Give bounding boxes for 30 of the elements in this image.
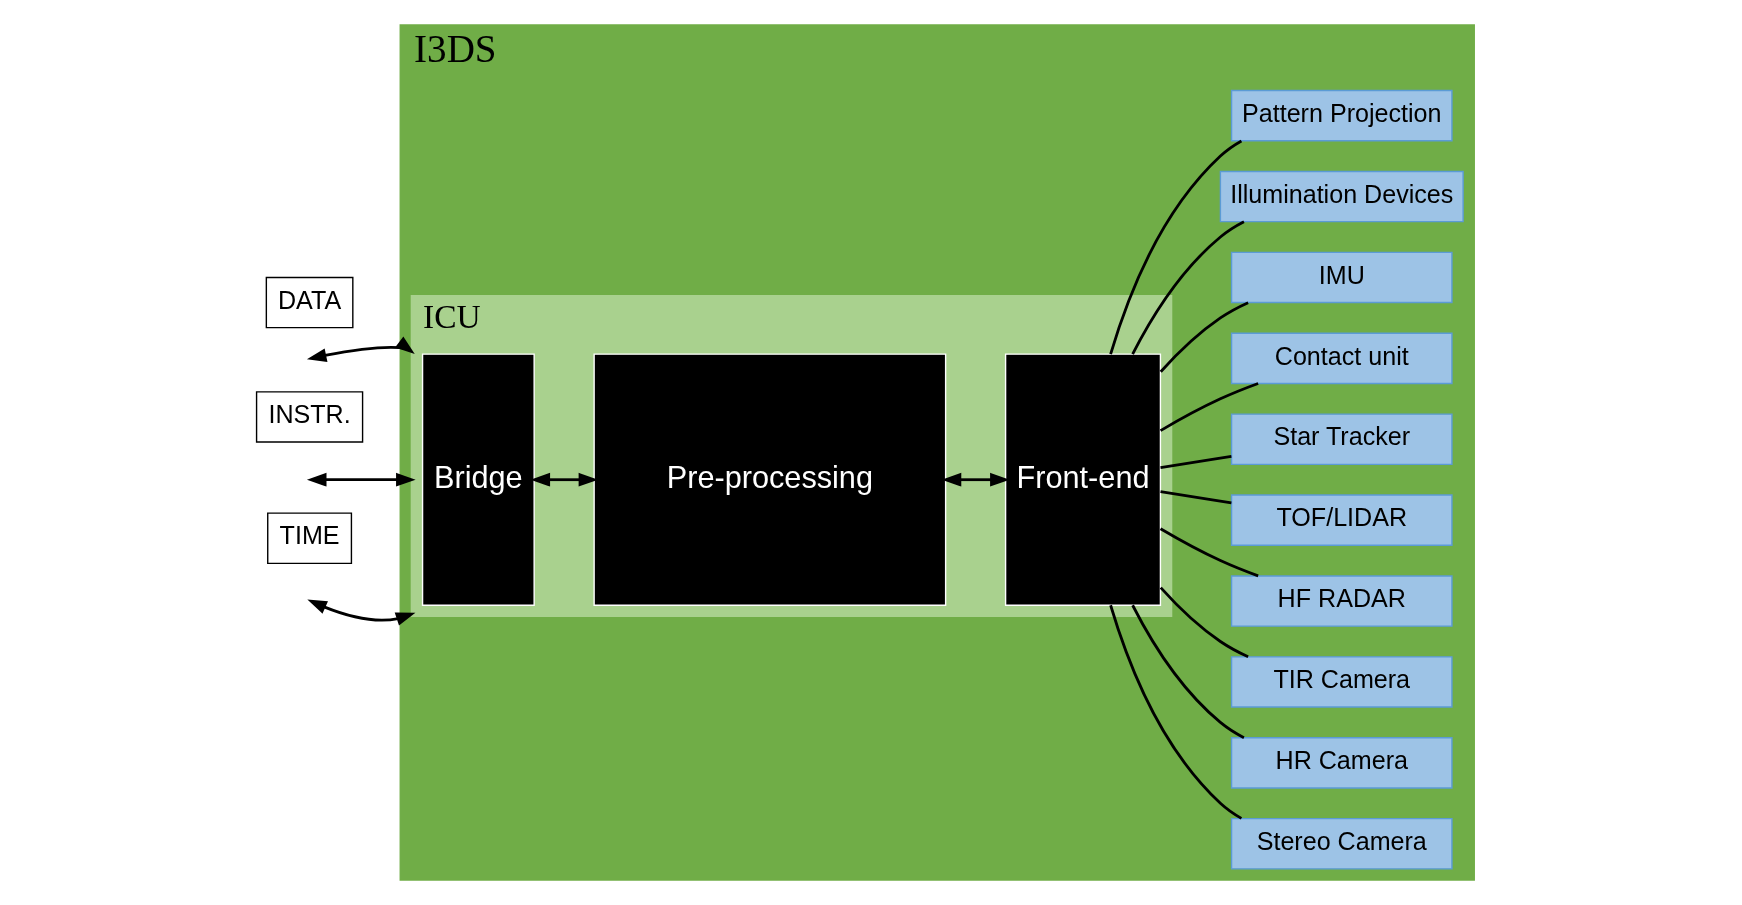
connector [1160, 490, 1232, 505]
connector [1159, 382, 1259, 432]
node-box: INSTR. [255, 391, 364, 443]
node-box: Bridge [421, 353, 535, 606]
connector [1131, 220, 1245, 355]
connector [1159, 301, 1249, 373]
connector [1160, 455, 1232, 470]
arrow [941, 472, 1010, 487]
node-box: HR Camera [1230, 737, 1453, 789]
node-box: Pre-processing [593, 353, 947, 606]
node-box: Front-end [1004, 353, 1162, 606]
node-box: Illumination Devices [1219, 170, 1464, 223]
node-box: TIR Camera [1230, 656, 1453, 708]
arrow [307, 599, 416, 626]
node-box: HF RADAR [1230, 575, 1453, 627]
connector [1159, 586, 1249, 658]
connector [1131, 604, 1245, 739]
connector [1109, 139, 1243, 355]
node-box: TOF/LIDAR [1230, 494, 1453, 546]
node-box: DATA [265, 276, 354, 329]
connector [1159, 527, 1259, 578]
node-box: TIME [267, 512, 353, 565]
node-box: Pattern Projection [1230, 89, 1453, 142]
connector [1109, 604, 1243, 820]
node-box: Stereo Camera [1230, 817, 1453, 870]
arrow [306, 336, 415, 362]
arrow [306, 472, 416, 487]
node-box: Contact unit [1230, 332, 1453, 385]
node-box: Star Tracker [1230, 413, 1453, 466]
node-box: IMU [1230, 251, 1453, 304]
